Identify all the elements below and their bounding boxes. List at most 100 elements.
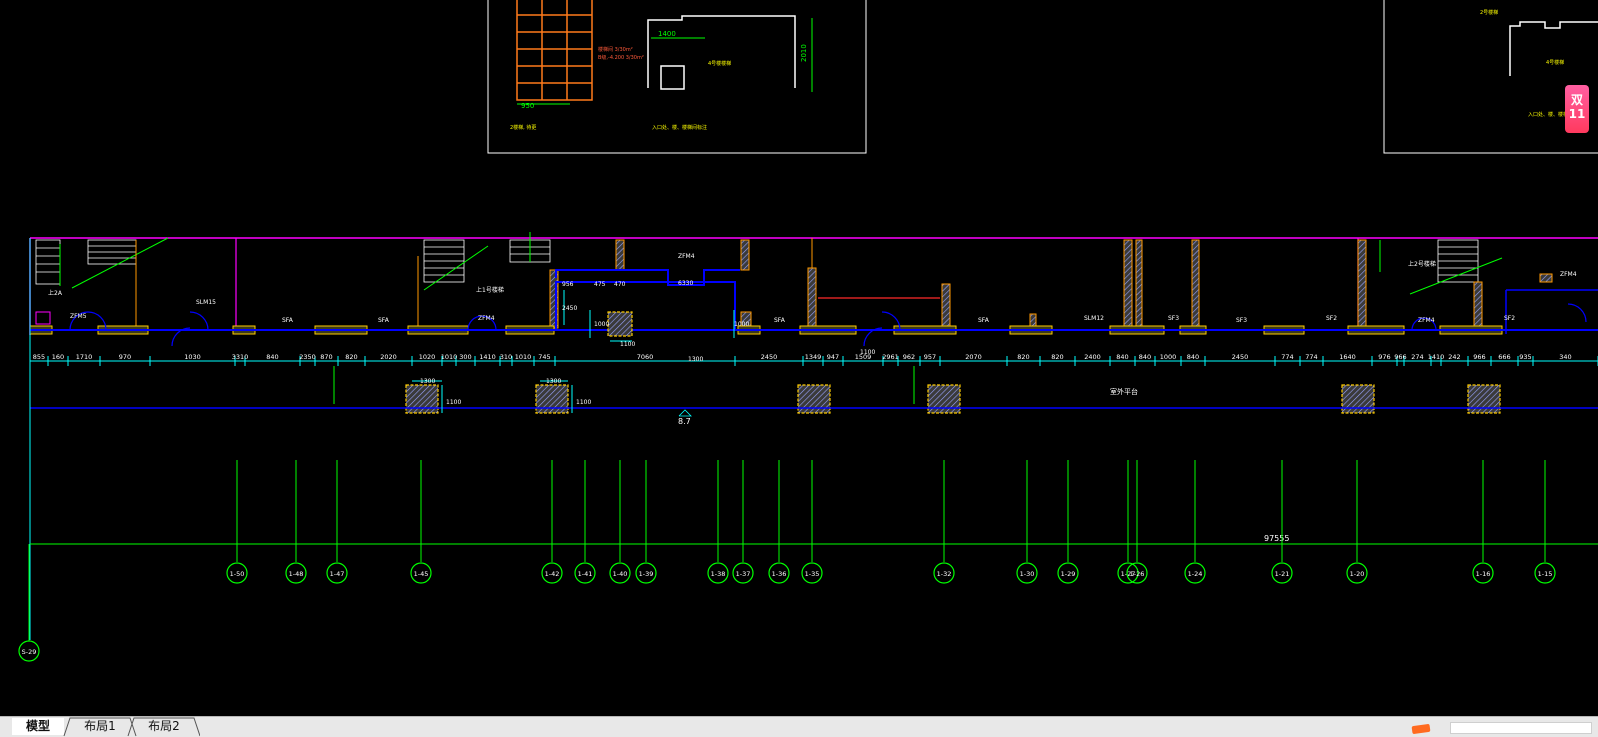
room-dimension: 2450 bbox=[562, 305, 577, 312]
dimension-text: 820 bbox=[1017, 353, 1029, 361]
dimension-text: 2070 bbox=[965, 353, 982, 361]
dimension-text: 1410 bbox=[1428, 353, 1445, 361]
axis-bubble-label: 1-29 bbox=[1061, 570, 1076, 578]
axis-bubble-label: 1-38 bbox=[711, 570, 726, 578]
plan-label: SLM15 bbox=[196, 299, 216, 306]
axis-bubble-label: 1-30 bbox=[1020, 570, 1035, 578]
axis-bubble-label: 1-26 bbox=[1130, 570, 1145, 578]
stair-grid bbox=[516, 0, 593, 101]
axis-bubble-label: 1-39 bbox=[639, 570, 654, 578]
room-dimension: 1300 bbox=[688, 356, 703, 363]
plan-label: SF2 bbox=[1326, 315, 1337, 322]
axis-bubble bbox=[226, 562, 248, 584]
axis-bubble bbox=[1117, 562, 1139, 584]
axis-bubble bbox=[732, 562, 754, 584]
axis-bubble bbox=[1016, 562, 1038, 584]
dimension-text: 840 bbox=[1187, 353, 1199, 361]
axis-bubble-label: 1-48 bbox=[289, 570, 304, 578]
plan-label: ZFM5 bbox=[70, 313, 87, 320]
dimension-text: 2961 bbox=[882, 353, 899, 361]
axis-bubble bbox=[574, 562, 596, 584]
floor-plan: 8551601710970103033108402350870820202010… bbox=[29, 232, 1598, 426]
room-outline bbox=[647, 15, 796, 90]
dimension-text: 1010 bbox=[515, 353, 532, 361]
axis-bubble-label: 1-41 bbox=[578, 570, 593, 578]
plan-label: ZFM4 bbox=[1560, 271, 1577, 278]
room-dimension: 1000 bbox=[734, 321, 749, 328]
double-11-badge[interactable]: 双 11 bbox=[1565, 85, 1589, 133]
axis-bubble bbox=[707, 562, 729, 584]
dimension-text: 2400 bbox=[1084, 353, 1101, 361]
axis-bubble-label: 1-35 bbox=[805, 570, 820, 578]
room-dimension: 470 bbox=[614, 281, 626, 288]
axis-bubble-label: 1-24 bbox=[1188, 570, 1203, 578]
plan-label: ZFM4 bbox=[1418, 317, 1435, 324]
plan-label: SF3 bbox=[1236, 317, 1247, 324]
cad-model-canvas[interactable]: 950 楼梯间 3/30m² B级,-4.200 3/30m² 2楼梯, 待更 … bbox=[0, 0, 1598, 716]
axis-bubble-label: 1-42 bbox=[545, 570, 560, 578]
plan-label: SFA bbox=[978, 317, 990, 324]
room-dimension: 1100 bbox=[620, 341, 635, 348]
dimension-text: 300 bbox=[459, 353, 471, 361]
axis-bubble-label: 1-36 bbox=[772, 570, 787, 578]
tab-layout-1[interactable]: 布局1 bbox=[84, 719, 116, 733]
tab-model[interactable]: 模型 bbox=[12, 718, 64, 735]
detail-label-1: 2楼梯, 待更 bbox=[510, 124, 536, 131]
tab-separators bbox=[63, 717, 200, 737]
room-dimension: 1100 bbox=[576, 399, 591, 406]
room-dimension: 1000 bbox=[594, 321, 609, 328]
axis-bubble-label: 1-40 bbox=[613, 570, 628, 578]
axis-bubble-label: 1-16 bbox=[1476, 570, 1491, 578]
dimension-text: 160 bbox=[52, 353, 64, 361]
dimension-text: 870 bbox=[320, 353, 332, 361]
dimension-text: 1410 bbox=[479, 353, 496, 361]
axis-bubble bbox=[1184, 562, 1206, 584]
axis-bubble-label: 1-47 bbox=[330, 570, 345, 578]
dimension-text: 855 bbox=[33, 353, 45, 361]
detail-note-red: 楼梯间 3/30m² bbox=[598, 46, 633, 53]
dimension-text: 947 bbox=[827, 353, 839, 361]
room-dimension: 956 bbox=[562, 281, 574, 288]
dimension-text: 840 bbox=[1139, 353, 1151, 361]
dimension-text: 2020 bbox=[380, 353, 397, 361]
dimension-text: 962 bbox=[903, 353, 915, 361]
dimension-text: 2350 bbox=[299, 353, 316, 361]
dimension-text: 840 bbox=[266, 353, 278, 361]
dimension-text: 1349 bbox=[805, 353, 822, 361]
dimension-text: 310 bbox=[500, 353, 512, 361]
detail-dim-2010: 2010 bbox=[800, 44, 808, 62]
dimension-text: 745 bbox=[538, 353, 550, 361]
axis-bubble bbox=[933, 562, 955, 584]
plan-label: 上2号楼梯 bbox=[1408, 260, 1436, 268]
axis-bubble bbox=[635, 562, 657, 584]
plan-label: SFA bbox=[774, 317, 786, 324]
dimension-text: 1640 bbox=[1339, 353, 1356, 361]
axis-bubble bbox=[1346, 562, 1368, 584]
plan-label: SFA bbox=[282, 317, 294, 324]
horizontal-scrollbar[interactable] bbox=[1450, 722, 1592, 734]
axis-bubble-label: 1-27 bbox=[1121, 570, 1136, 578]
plan-label: SFA bbox=[378, 317, 390, 324]
dimension-text: 7060 bbox=[637, 353, 654, 361]
axis-bubble bbox=[1534, 562, 1556, 584]
detail-note-red2: B级,-4.200 3/30m² bbox=[598, 54, 644, 61]
plan-label: SF3 bbox=[1168, 315, 1179, 322]
axis-bubble-label: 1-50 bbox=[230, 570, 245, 578]
axis-bubble bbox=[1271, 562, 1293, 584]
plan-label: SF2 bbox=[1504, 315, 1515, 322]
axis-bubble bbox=[609, 562, 631, 584]
axis-bubble bbox=[1126, 562, 1148, 584]
dimension-text: 966 bbox=[1394, 353, 1406, 361]
axis-bubble-label: 1-15 bbox=[1538, 570, 1553, 578]
axis-bubble bbox=[541, 562, 563, 584]
dimension-text: 1010 bbox=[441, 353, 458, 361]
detail-frame-left: 950 楼梯间 3/30m² B级,-4.200 3/30m² 2楼梯, 待更 … bbox=[487, 0, 867, 154]
detail-right-footer: 入口处、楼、楼梯 bbox=[1528, 111, 1568, 118]
dimension-text: 2450 bbox=[1232, 353, 1249, 361]
plan-label: ZFM4 bbox=[478, 315, 495, 322]
tab-layout-2[interactable]: 布局2 bbox=[148, 719, 180, 733]
axis-bubble bbox=[801, 562, 823, 584]
total-dimension: 97555 bbox=[1264, 534, 1289, 543]
axis-bubble-label: 1-37 bbox=[736, 570, 751, 578]
dimension-text: 242 bbox=[1448, 353, 1460, 361]
